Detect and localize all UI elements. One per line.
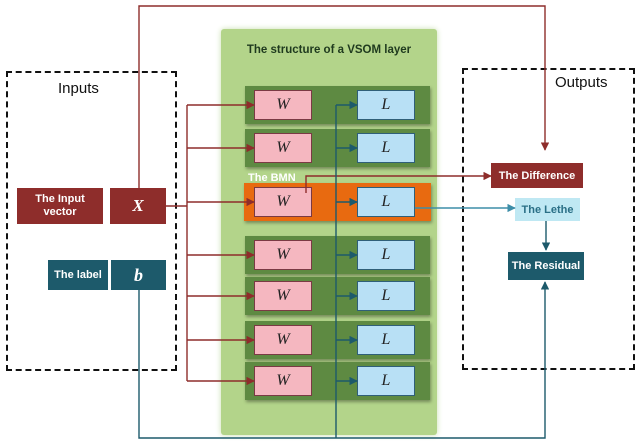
label-node: L — [357, 133, 415, 163]
vsom-layer-title: The structure of a VSOM layer — [246, 44, 412, 56]
bmn-label: The BMN — [248, 172, 296, 184]
weight-node: W — [254, 187, 312, 217]
weight-node: W — [254, 240, 312, 270]
weight-node: W — [254, 325, 312, 355]
outputs-heading: Outputs — [555, 74, 608, 91]
x-to-difference-arrow — [138, 5, 550, 188]
label-symbol: b — [111, 260, 166, 290]
inputs-group — [6, 71, 177, 371]
label-node: L — [357, 90, 415, 120]
residual-output: The Residual — [508, 252, 584, 280]
difference-output: The Difference — [491, 163, 583, 188]
bmn-to-difference-arrow — [305, 171, 492, 193]
label-to-residual-arrow — [138, 281, 550, 439]
label-node: L — [357, 366, 415, 396]
weight-node: W — [254, 90, 312, 120]
input-vector-label: The Input vector — [17, 188, 103, 224]
inputs-heading: Inputs — [58, 80, 99, 97]
lethe-output: The Lethe — [515, 198, 580, 221]
weight-node: W — [254, 133, 312, 163]
input-vector-symbol: X — [110, 188, 166, 224]
label-node: L — [357, 187, 415, 217]
weight-node: W — [254, 366, 312, 396]
label-label: The label — [48, 260, 108, 290]
label-node: L — [357, 281, 415, 311]
outputs-group — [462, 68, 635, 370]
